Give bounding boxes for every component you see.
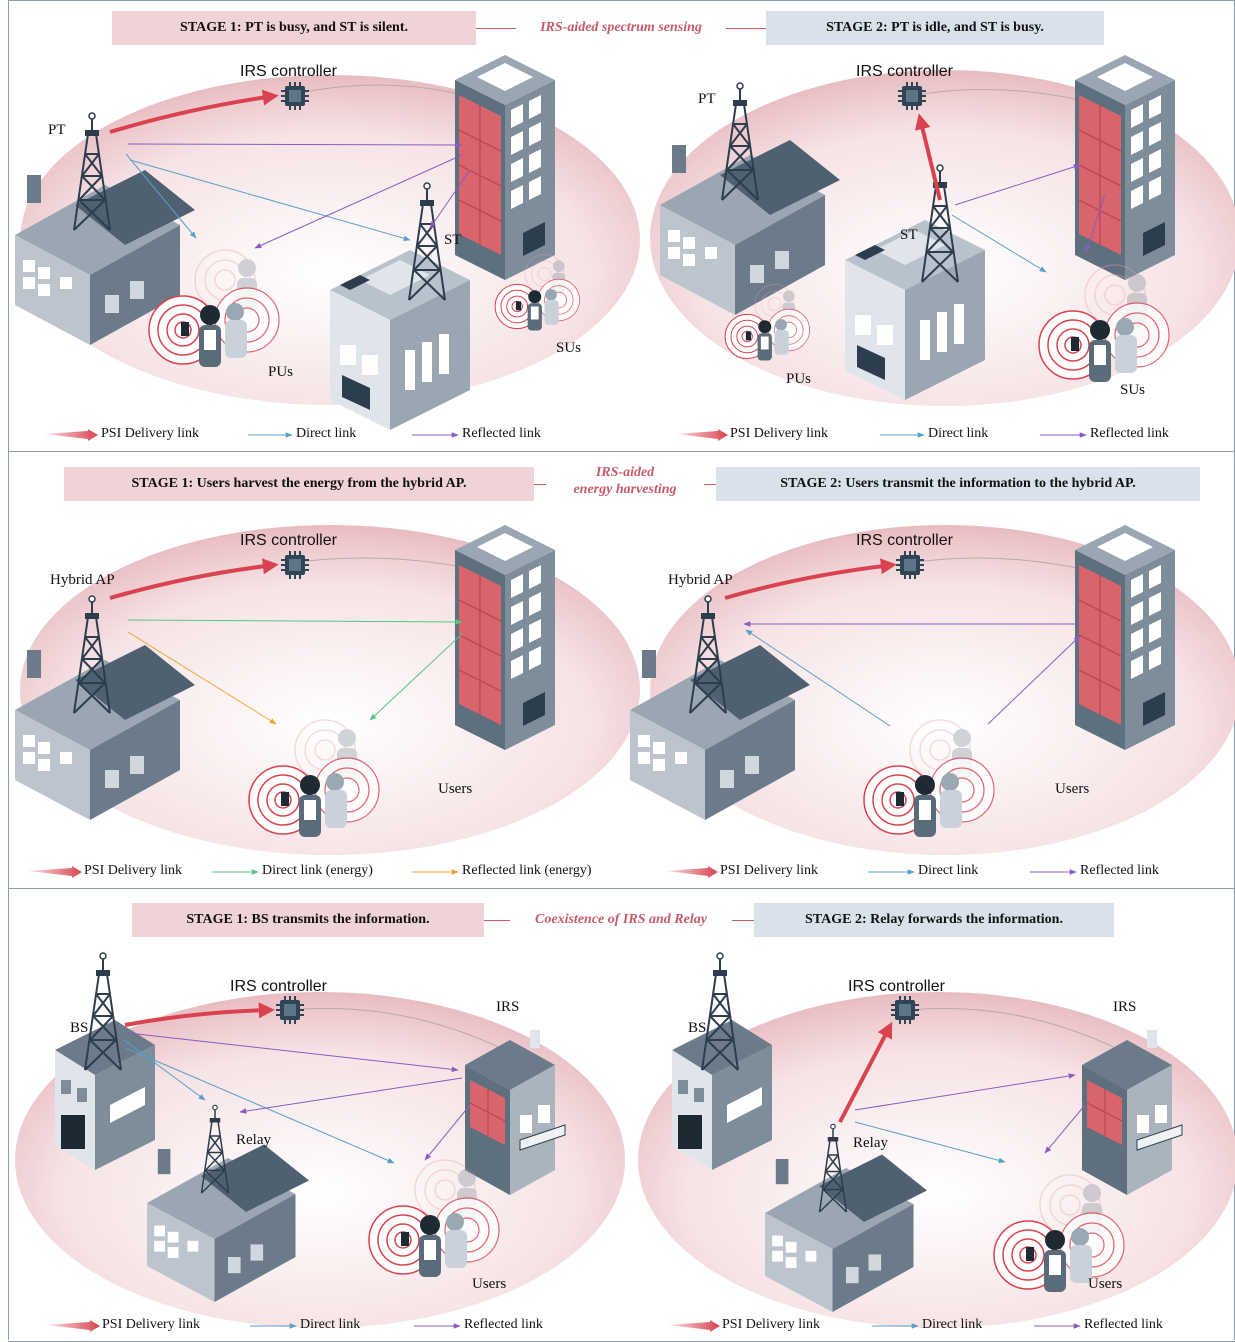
stage2-banner: STAGE 2: Relay forwards the information.: [754, 903, 1114, 937]
panel-1-right: [650, 54, 1235, 406]
irs-label: IRS: [496, 999, 520, 1015]
irs-controller-label: IRS controller: [240, 63, 337, 80]
legend-reflected: Reflected link: [1090, 426, 1169, 441]
irs-building-icon: [454, 524, 556, 751]
sus-label: SUs: [556, 340, 582, 356]
bs-label: BS: [70, 1020, 89, 1036]
pt-label: PT: [48, 122, 66, 138]
stage1-banner: STAGE 1: Users harvest the energy from t…: [64, 467, 534, 501]
pus-label: PUs: [268, 364, 294, 380]
legend-psi: PSI Delivery link: [730, 426, 828, 441]
panel-3-right: [638, 952, 1235, 1328]
legend-reflected: Reflected link: [462, 426, 541, 441]
users-label: Users: [1088, 1276, 1123, 1292]
legend-reflected: Reflected link: [464, 1317, 543, 1332]
relay-label: Relay: [236, 1132, 271, 1148]
section-spectrum-sensing: [8, 0, 1235, 448]
irs-label: IRS: [1113, 999, 1137, 1015]
hybrid-ap-label: Hybrid AP: [668, 572, 733, 588]
legend-direct: Direct link: [928, 426, 989, 441]
legend-psi: PSI Delivery link: [102, 1317, 200, 1332]
pus-label: PUs: [786, 371, 812, 387]
irs-controller-label: IRS controller: [230, 978, 327, 995]
legend-glyphs: [28, 429, 1087, 1332]
irs-building-icon: [1074, 54, 1176, 281]
legend-direct: Direct link: [296, 426, 357, 441]
legend-direct: Direct link: [918, 863, 979, 878]
legend-psi: PSI Delivery link: [720, 863, 818, 878]
stage2-banner: STAGE 2: PT is idle, and ST is busy.: [766, 11, 1104, 45]
sus-label: SUs: [1120, 382, 1146, 398]
legend-direct: Direct link: [300, 1317, 361, 1332]
hybrid-ap-label: Hybrid AP: [50, 572, 115, 588]
legend-direct-energy: Direct link (energy): [262, 863, 373, 878]
theme-label: Coexistence of IRS and Relay: [510, 911, 732, 928]
building-icon: [55, 1020, 155, 1170]
users-label: Users: [472, 1276, 507, 1292]
irs-controller-label: IRS controller: [240, 532, 337, 549]
stage2-banner: STAGE 2: Users transmit the information …: [716, 467, 1200, 501]
bs-label: BS: [688, 1020, 707, 1036]
legend-psi: PSI Delivery link: [101, 426, 199, 441]
building-icon: [672, 1020, 772, 1170]
irs-building-icon: [454, 54, 556, 281]
theme-label: IRS-aided spectrum sensing: [516, 19, 726, 36]
users-label: Users: [438, 781, 473, 797]
relay-label: Relay: [853, 1135, 888, 1151]
legend-psi: PSI Delivery link: [84, 863, 182, 878]
irs-controller-label: IRS controller: [848, 978, 945, 995]
legend-reflected-energy: Reflected link (energy): [462, 863, 592, 878]
st-label: ST: [900, 227, 918, 243]
pt-label: PT: [698, 91, 716, 107]
panel-3-left: [15, 952, 625, 1328]
panel-2-left: [15, 524, 640, 855]
legend-reflected: Reflected link: [1080, 863, 1159, 878]
stage1-banner: STAGE 1: PT is busy, and ST is silent.: [112, 11, 476, 45]
panel-2-right: [630, 524, 1235, 855]
irs-building-icon: [1074, 524, 1176, 751]
irs-controller-label: IRS controller: [856, 63, 953, 80]
st-label: ST: [444, 232, 462, 248]
section-energy-harvesting: [8, 451, 1235, 886]
legend-reflected: Reflected link: [1084, 1317, 1163, 1332]
legend-direct: Direct link: [922, 1317, 983, 1332]
panel-1-left: [15, 54, 640, 430]
irs-controller-label: IRS controller: [856, 532, 953, 549]
users-label: Users: [1055, 781, 1090, 797]
stage1-banner: STAGE 1: BS transmits the information.: [132, 903, 484, 937]
legend-psi: PSI Delivery link: [722, 1317, 820, 1332]
